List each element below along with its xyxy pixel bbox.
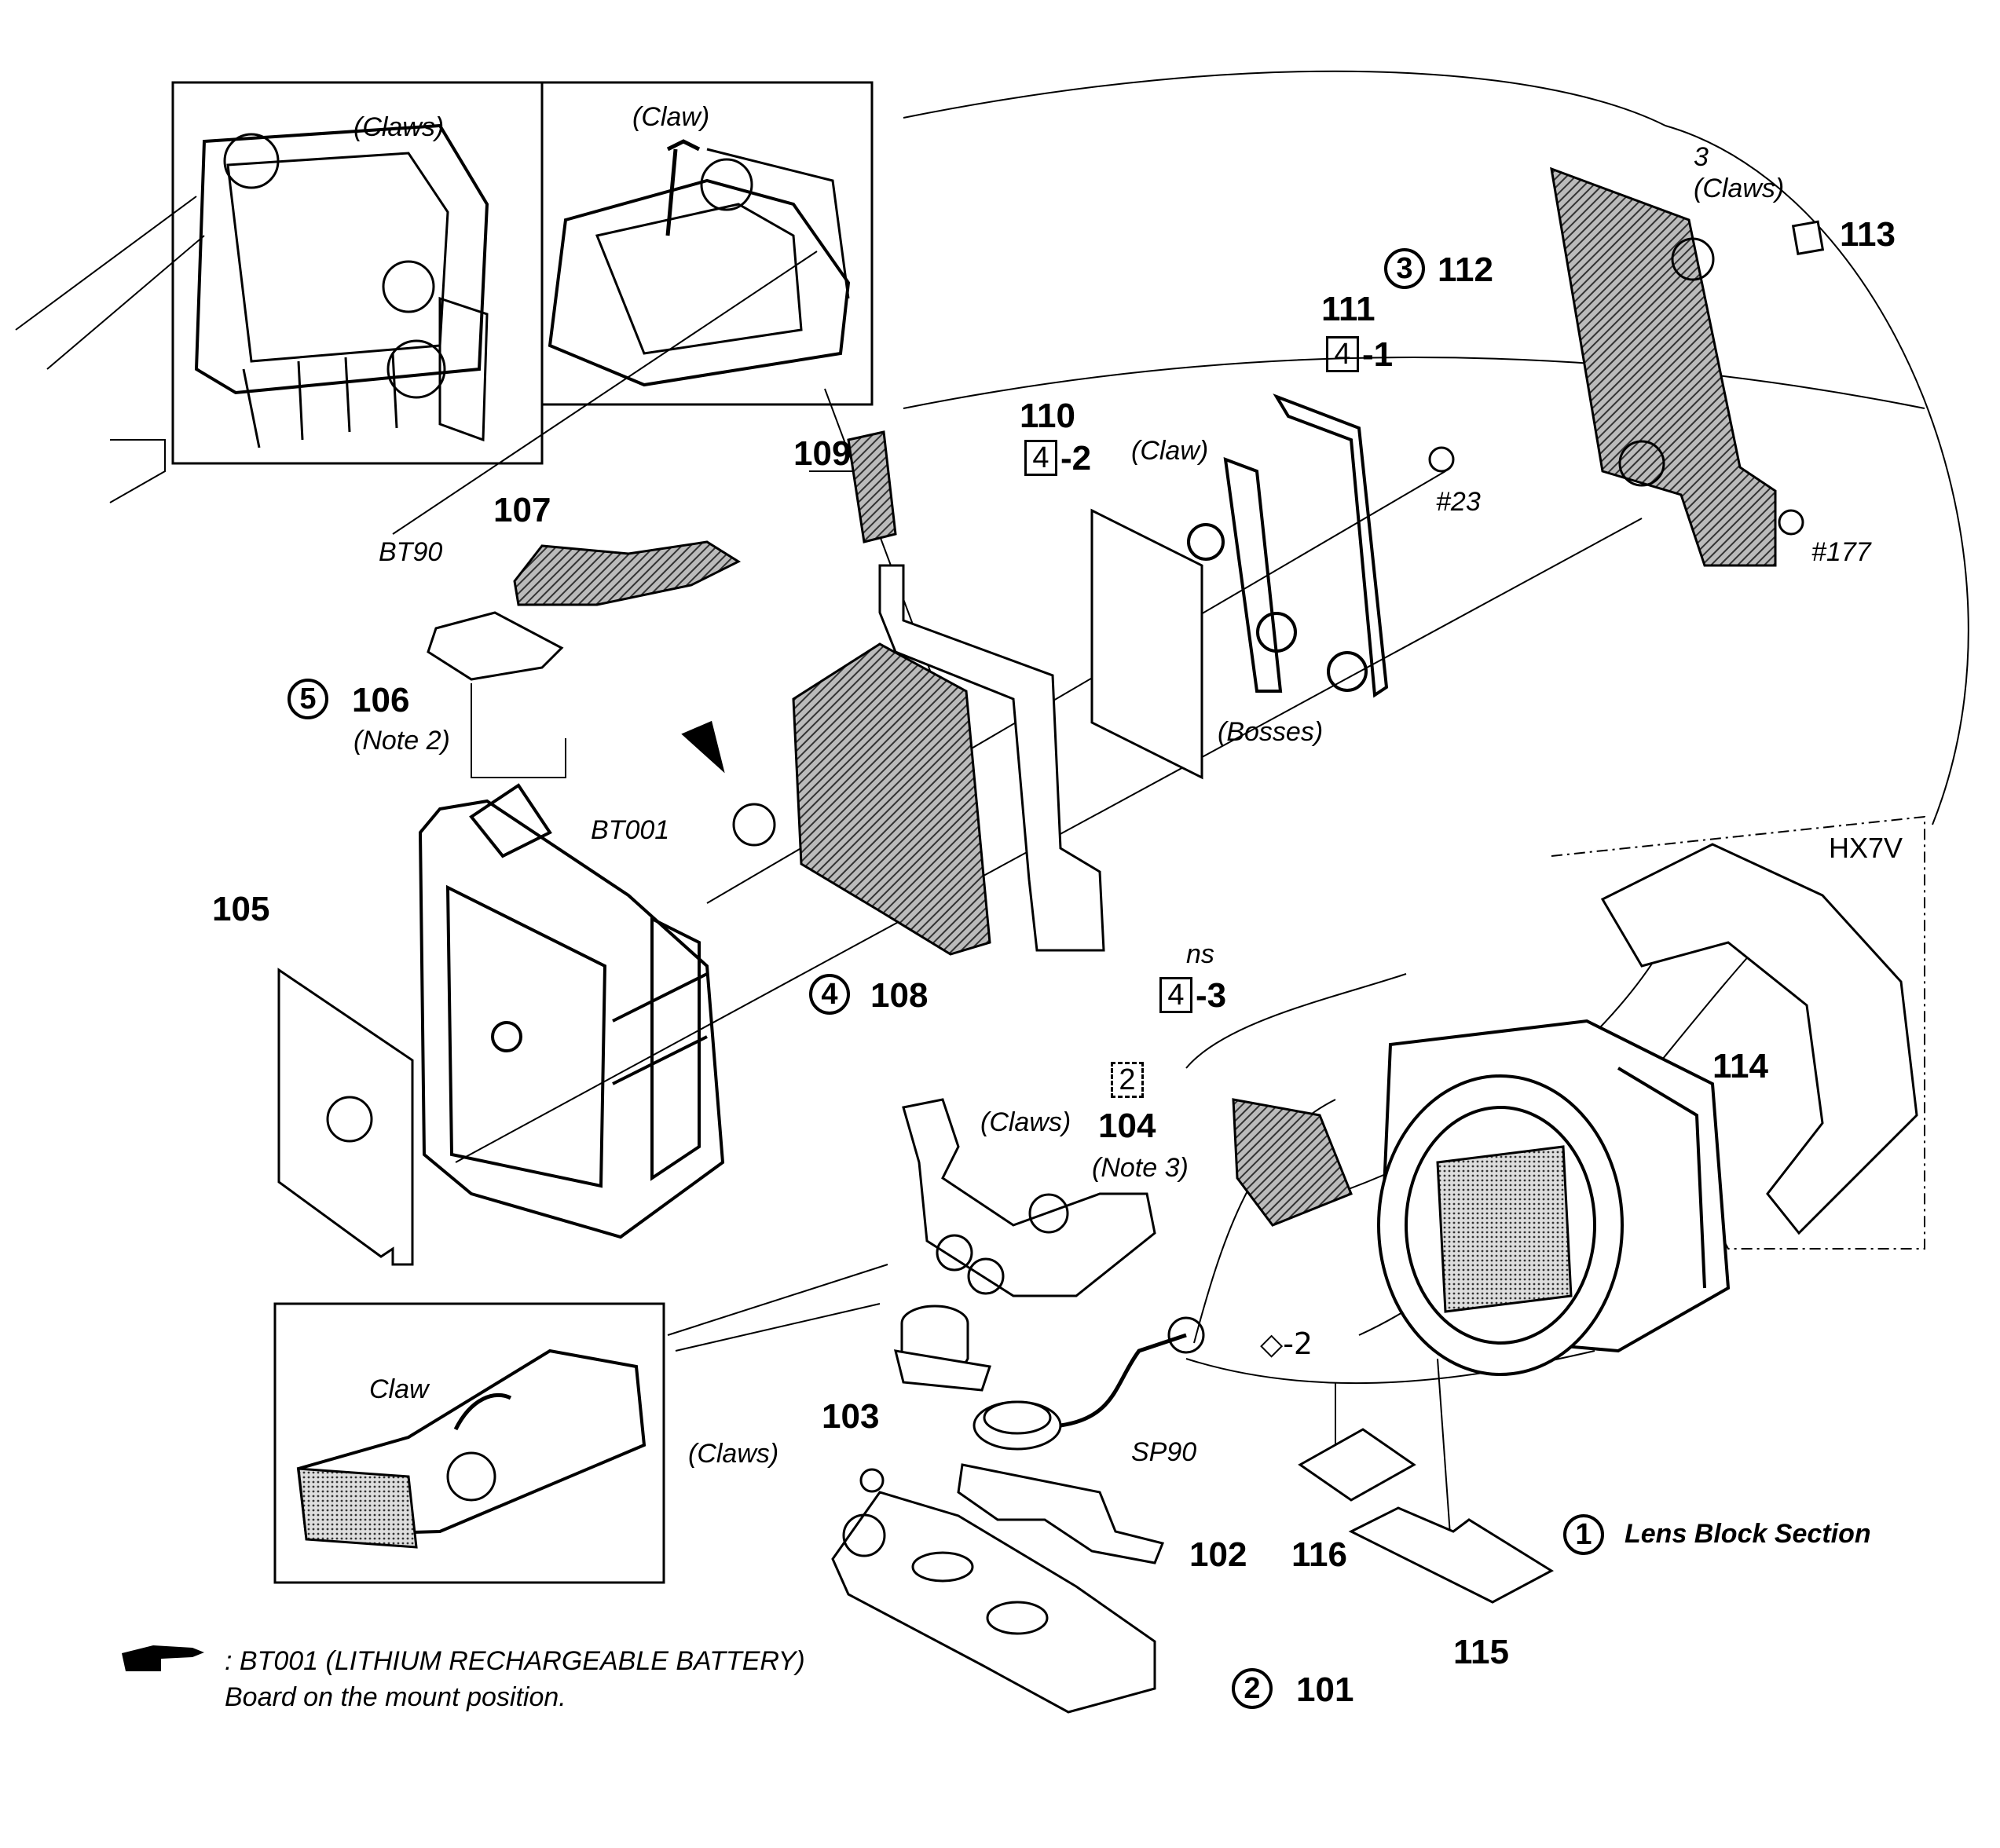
ref-box-4-2: 4 — [1024, 440, 1057, 476]
ref-box-4-1: 4 — [1326, 336, 1359, 372]
part-115 — [1348, 1506, 1555, 1604]
label-sp90: SP90 — [1131, 1437, 1197, 1467]
inset-top-left — [171, 81, 544, 465]
part-106-frame — [418, 783, 725, 1239]
ref-suffix-4-2: -2 — [1060, 439, 1092, 478]
part-number-110: 110 — [1020, 397, 1075, 435]
part-111-frame — [1187, 393, 1389, 698]
ref-circle-5: 5 — [288, 679, 328, 719]
label-note-3: (Note 3) — [1092, 1153, 1189, 1183]
inset-top-mid — [540, 81, 874, 406]
legend-note: : BT001 (LITHIUM RECHARGEABLE BATTERY) B… — [225, 1643, 805, 1715]
part-sp90 — [973, 1316, 1205, 1451]
label-diamond-ref: ◇-2 — [1260, 1327, 1313, 1361]
part-107-flex — [513, 540, 742, 606]
label-claws-count: 3 — [1694, 142, 1709, 172]
ref-circle-1: 1 — [1563, 1514, 1604, 1555]
part-number-112: 112 — [1438, 251, 1493, 289]
label-claw-frame: (Claw) — [1131, 436, 1209, 466]
label-note-2: (Note 2) — [353, 726, 450, 756]
ref-circle-3: 3 — [1384, 248, 1425, 289]
legend-line-2: Board on the mount position. — [225, 1682, 566, 1712]
part-number-106: 106 — [352, 681, 410, 719]
part-bt90 — [427, 611, 564, 681]
label-claw-top-mid: (Claw) — [632, 102, 710, 132]
part-116 — [1298, 1428, 1416, 1502]
part-number-108: 108 — [870, 976, 929, 1015]
ref-circle-4: 4 — [809, 974, 850, 1015]
ref-suffix-4-1: -1 — [1362, 335, 1394, 374]
part-102 — [957, 1463, 1165, 1564]
part-number-103: 103 — [822, 1397, 880, 1436]
lens-block — [1232, 1019, 1731, 1376]
part-105-sheet — [277, 968, 414, 1266]
label-bosses: (Bosses) — [1218, 717, 1324, 747]
part-number-107: 107 — [493, 491, 551, 529]
label-hx7v: HX7V — [1829, 832, 1903, 864]
part-110-sheet — [1090, 508, 1203, 780]
screw-23 — [1428, 446, 1455, 473]
ref-box-4-3: 4 — [1159, 977, 1192, 1013]
pointer-hand-icon — [122, 1645, 204, 1671]
label-bt001: BT001 — [591, 815, 670, 845]
label-claws-top-right: (Claws) — [1694, 174, 1785, 203]
part-number-104: 104 — [1098, 1107, 1156, 1145]
part-number-114: 114 — [1712, 1047, 1768, 1085]
part-113 — [1791, 220, 1825, 256]
label-claws-bottom-left: (Claws) — [688, 1439, 779, 1469]
legend-line-1: : BT001 (LITHIUM RECHARGEABLE BATTERY) — [225, 1646, 805, 1676]
part-number-116: 116 — [1291, 1535, 1347, 1574]
part-number-105: 105 — [212, 890, 270, 928]
ref-suffix-4-3: -3 — [1196, 976, 1227, 1015]
label-bt90: BT90 — [379, 537, 443, 567]
label-claw-inset: Claw — [369, 1374, 429, 1404]
part-101-plate — [831, 1468, 1156, 1714]
screw-177 — [1778, 509, 1804, 536]
part-114 — [1600, 843, 1918, 1235]
part-104-bracket — [902, 1098, 1156, 1297]
part-number-111: 111 — [1321, 290, 1375, 328]
hx7v-dashed-box — [1551, 815, 1925, 1250]
part-number-109: 109 — [793, 434, 852, 473]
ref-circle-2: 2 — [1232, 1668, 1273, 1709]
part-number-102: 102 — [1189, 1535, 1247, 1574]
part-number-101: 101 — [1296, 1671, 1354, 1709]
part-number-113: 113 — [1840, 215, 1896, 254]
label-claws-top-left: (Claws) — [353, 112, 445, 142]
part-108-board — [792, 642, 991, 956]
part-4-3-flex — [878, 564, 1105, 952]
part-112-board — [1550, 167, 1777, 567]
label-claws-bottom-mid: (Claws) — [980, 1107, 1071, 1137]
ref-box-2: 2 — [1111, 1062, 1144, 1098]
inset-bottom-left — [273, 1302, 665, 1584]
part-number-115: 115 — [1453, 1633, 1509, 1671]
label-screw-23: #23 — [1436, 487, 1481, 517]
label-ns: ns — [1186, 939, 1214, 969]
label-lens-block-section: Lens Block Section — [1625, 1519, 1871, 1549]
label-screw-177: #177 — [1811, 537, 1871, 567]
part-bt001 — [681, 720, 776, 847]
part-109 — [847, 430, 897, 543]
part-103 — [893, 1305, 991, 1392]
